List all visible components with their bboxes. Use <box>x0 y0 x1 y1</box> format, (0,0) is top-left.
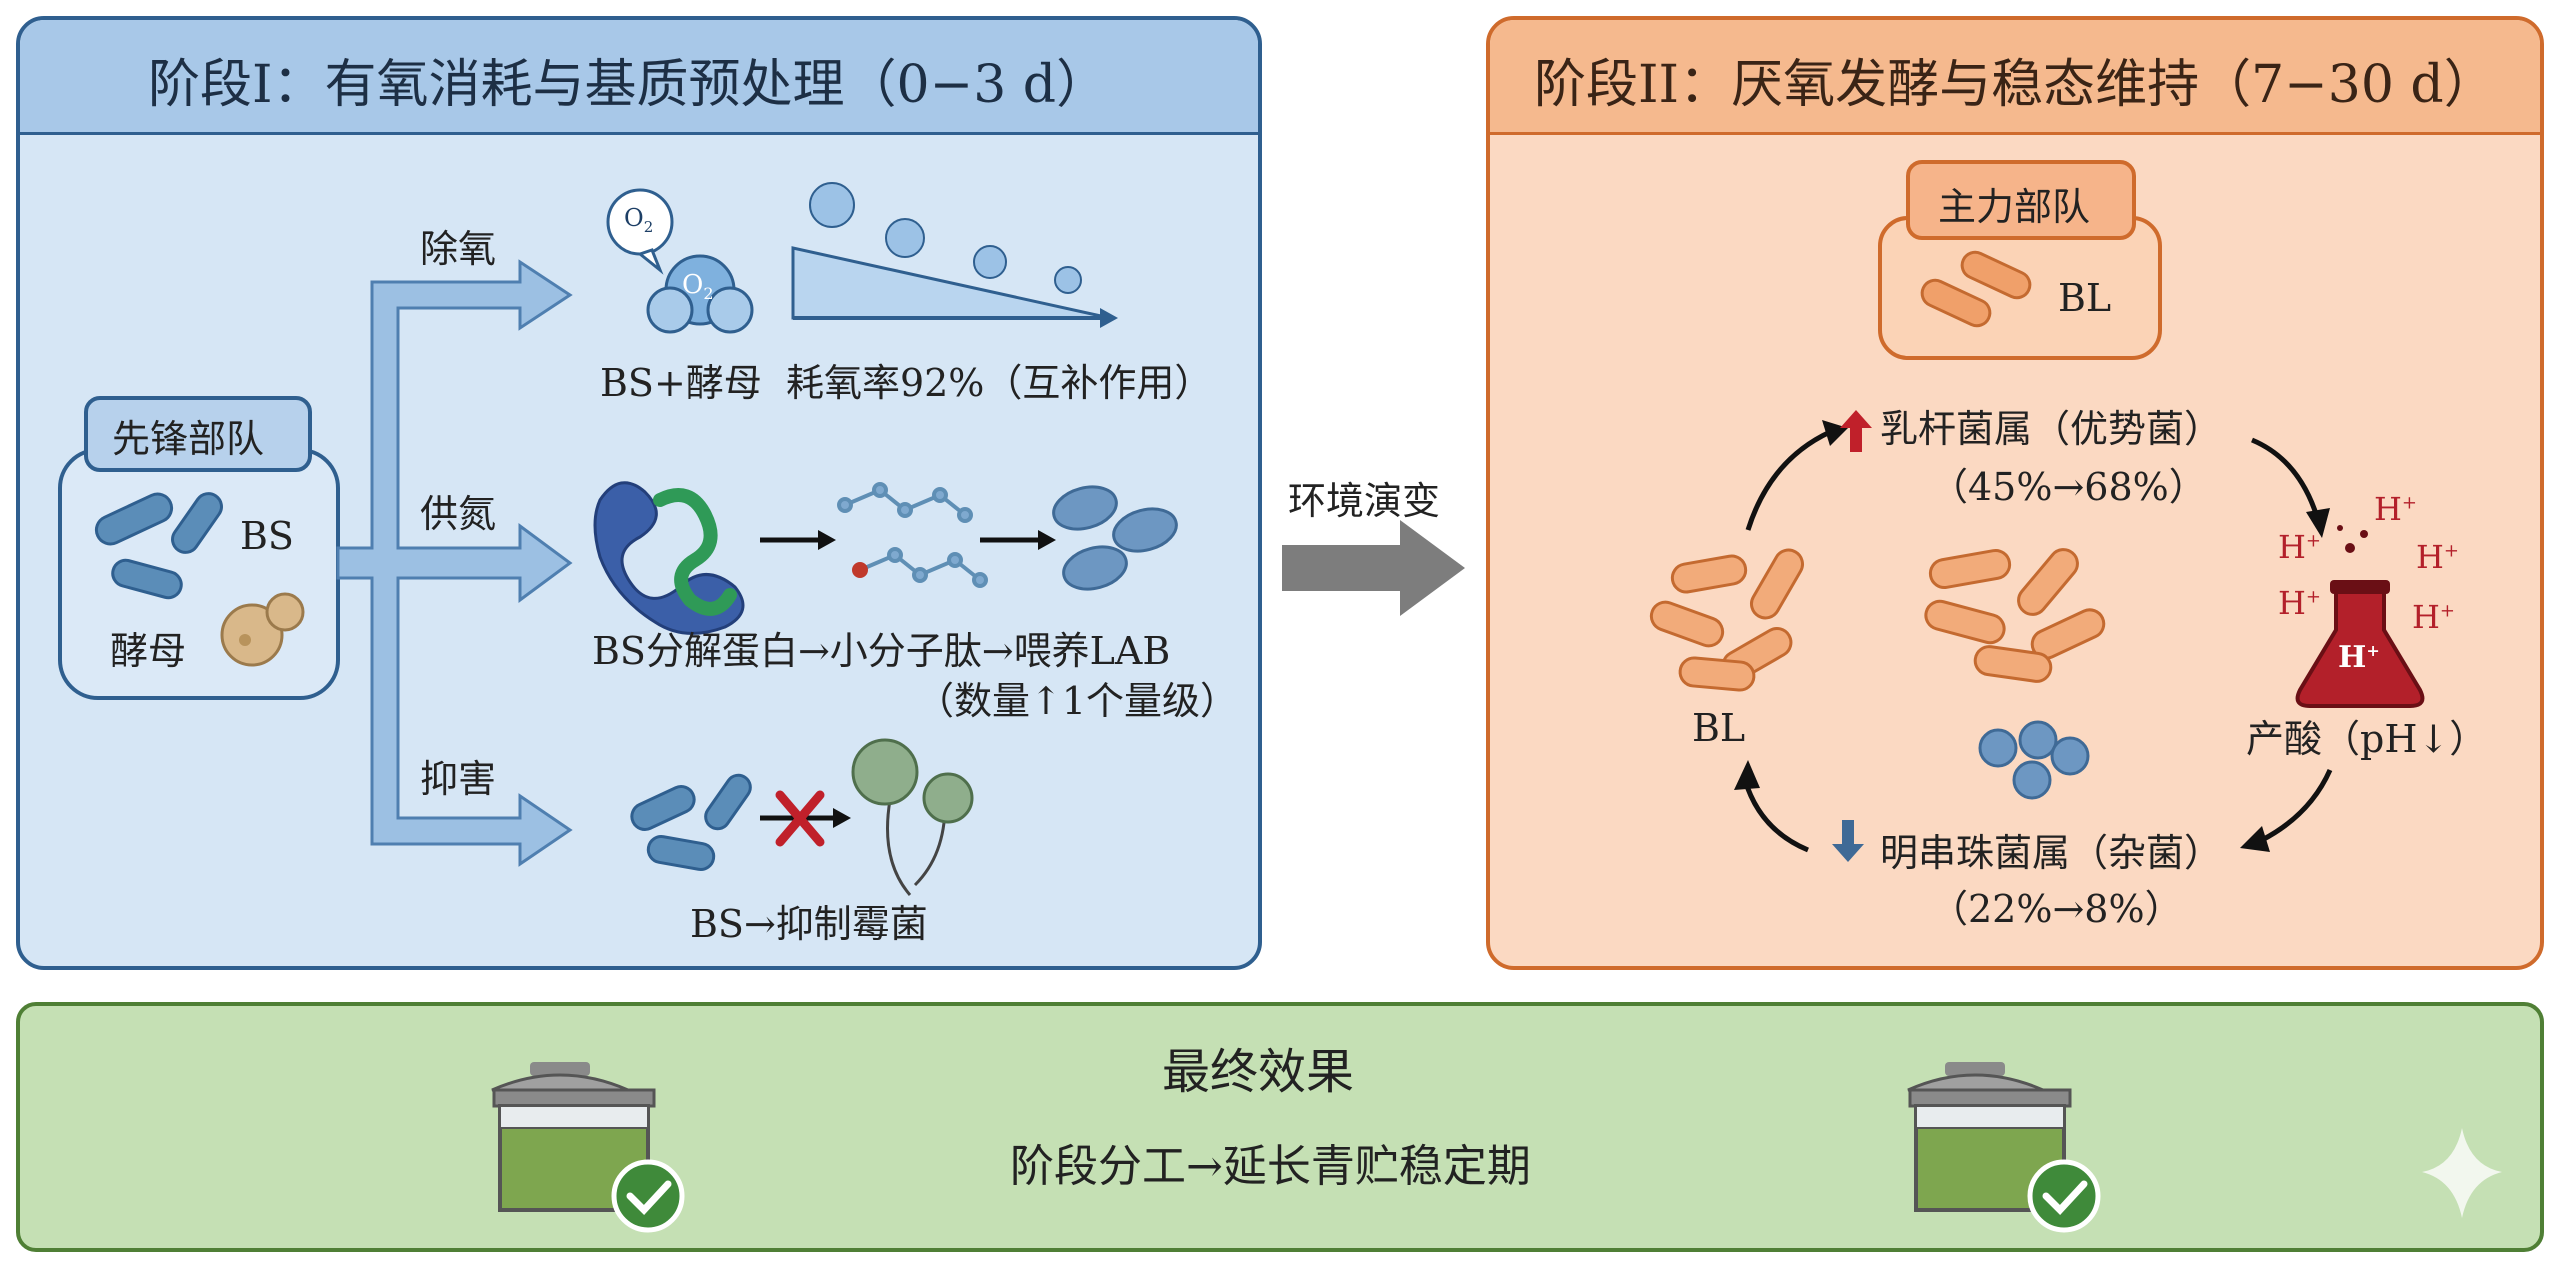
bs-bacteria-icon <box>94 492 223 600</box>
o2-small-label: O2 <box>624 204 654 236</box>
mold-icon <box>851 738 974 896</box>
result-panel <box>16 1002 2544 1252</box>
h-plus-5: H+ <box>2412 598 2455 636</box>
h-plus-flask: H+ <box>2338 640 2380 675</box>
result-text: 阶段分工→延长青贮稳定期 <box>1010 1141 1531 1192</box>
transition-label: 环境演变 <box>1288 479 1441 523</box>
stage1-title: 阶段I：有氧消耗与基质预处理（0−3 d） <box>148 55 1109 115</box>
stage2-header <box>1490 20 2540 135</box>
stage2-title: 阶段II：厌氧发酵与稳态维持（7−30 d） <box>1534 55 2496 115</box>
bl-left-cluster-icon <box>1649 548 1804 692</box>
h-plus-4: H+ <box>2278 584 2321 622</box>
inhibit-caption: BS→抑制霉菌 <box>690 902 928 946</box>
branch-inhibit-label: 抑害 <box>420 757 497 801</box>
vanguard-bs-label: BS <box>240 514 294 558</box>
vanguard-title: 先锋部队 <box>112 417 265 461</box>
yeast-icon <box>220 592 305 667</box>
result-title: 最终效果 <box>1162 1044 1355 1100</box>
bl-cycle-label: BL <box>1692 706 1746 750</box>
leuconostoc-name: 明串珠菌属（杂菌） <box>1880 831 2223 875</box>
h-plus-1: H+ <box>2374 490 2417 528</box>
nitrogen-caption-secondary: （数量↑1个量级） <box>916 679 1239 723</box>
main-force-bacilli-icon <box>1920 250 2032 328</box>
bl-center-cluster-icon <box>1924 548 2106 683</box>
acid-label: 产酸（pH↓） <box>2246 717 2488 761</box>
lactobacillus-name: 乳杆菌属（优势菌） <box>1880 407 2223 451</box>
main-force-title: 主力部队 <box>1938 185 2091 229</box>
lactobacillus-change: （45%→68%） <box>1930 465 2207 509</box>
vanguard-yeast-label: 酵母 <box>110 629 187 673</box>
main-force-label: BL <box>2058 276 2112 320</box>
silo-right-icon <box>1907 1062 2101 1233</box>
o2-large-label: O2 <box>682 270 714 304</box>
nitrogen-caption: BS分解蛋白→小分子肽→喂养LAB <box>592 629 1171 673</box>
leuconostoc-change: （22%→8%） <box>1930 887 2183 931</box>
silo-left-icon <box>491 1062 685 1233</box>
acid-flask-icon <box>2295 525 2425 708</box>
branch-deoxygen-label: 除氧 <box>420 227 497 271</box>
inhibit-cross-icon <box>775 790 825 847</box>
h-plus-3: H+ <box>2416 538 2459 576</box>
bs-inhibit-icon <box>630 773 752 871</box>
leuconostoc-cocci-icon <box>1978 720 2090 800</box>
h-plus-2: H+ <box>2278 528 2321 566</box>
deoxygen-caption: BS+酵母 耗氧率92%（互补作用） <box>600 361 1213 405</box>
lab-cells-icon <box>1052 485 1178 591</box>
stage1-header <box>20 20 1258 135</box>
oxygen-molecule-icon <box>606 188 754 334</box>
branch-nitrogen-label: 供氮 <box>420 492 497 536</box>
sparkle-icon <box>2422 1128 2502 1218</box>
increase-arrow-icon <box>1840 410 1872 452</box>
oxygen-decline-chart-icon <box>791 182 1118 328</box>
decrease-arrow-icon <box>1832 820 1864 862</box>
protein-icon <box>593 481 745 635</box>
cycle-arrows <box>1742 429 2333 853</box>
peptide-icon <box>837 482 988 588</box>
branch-arrows <box>336 259 573 867</box>
